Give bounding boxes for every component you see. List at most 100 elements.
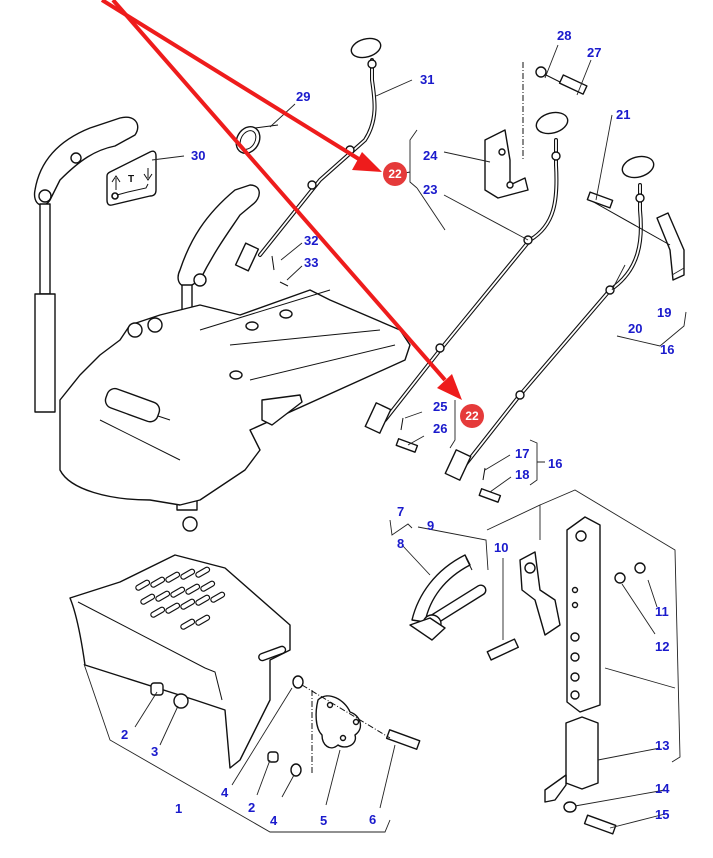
part-label-2[interactable]: 2 — [248, 800, 256, 815]
bolt-6 — [385, 729, 421, 750]
cable-bracket-19 — [656, 212, 685, 281]
snap-ring — [614, 572, 626, 584]
control-cable-20 — [444, 155, 685, 503]
bolt — [586, 191, 614, 209]
highlight-badge-22[interactable]: 22 — [383, 162, 407, 186]
part-label-4[interactable]: 4 — [270, 813, 278, 828]
part-label-4[interactable]: 4 — [221, 785, 229, 800]
spacer-3 — [173, 693, 189, 709]
cable-clevis — [444, 449, 472, 481]
part-label-2[interactable]: 2 — [121, 727, 129, 742]
guard-slot — [258, 645, 287, 662]
cable-knob — [621, 155, 655, 179]
highlight-arrow-lower — [111, 0, 447, 382]
control-cable-31 — [234, 37, 382, 287]
part-label-17[interactable]: 17 — [515, 446, 530, 461]
housing-detail-lines — [99, 289, 396, 461]
part-label-18[interactable]: 18 — [515, 467, 530, 482]
clevis-pin — [478, 488, 502, 503]
part-label-32[interactable]: 32 — [304, 233, 319, 248]
housing-hole — [229, 370, 243, 380]
part-label-28[interactable]: 28 — [557, 28, 572, 43]
nut-2 — [150, 682, 164, 696]
part-label-8[interactable]: 8 — [397, 536, 405, 551]
bracket-lever — [261, 394, 303, 426]
cable-knob — [350, 37, 382, 59]
highlight-badge-22[interactable]: 22 — [460, 404, 484, 428]
up-down-arrows-icon — [111, 168, 153, 190]
left-lift-rod-upper — [39, 203, 51, 295]
part-label-5[interactable]: 5 — [320, 813, 328, 828]
part-label-3[interactable]: 3 — [151, 744, 159, 759]
bolt-15 — [583, 814, 617, 835]
part-label-30[interactable]: 30 — [191, 148, 206, 163]
part-label-20[interactable]: 20 — [628, 321, 643, 336]
housing-hole — [279, 309, 293, 319]
drawbar-sleeve — [565, 716, 599, 790]
housing-boss — [127, 322, 143, 338]
lift-linkage-assembly — [33, 116, 411, 532]
part-label-6[interactable]: 6 — [369, 812, 377, 827]
arrowhead-icon — [437, 374, 462, 400]
part-label-26[interactable]: 26 — [433, 421, 448, 436]
hose-clamp — [235, 124, 279, 155]
washer — [563, 801, 577, 813]
lift-housing — [59, 289, 411, 506]
bolt — [558, 74, 588, 95]
part-label-31[interactable]: 31 — [420, 72, 435, 87]
part-label-16[interactable]: 16 — [660, 342, 675, 357]
bolt-10 — [486, 638, 519, 661]
clevis-pin — [395, 438, 419, 453]
part-label-9[interactable]: 9 — [427, 518, 435, 533]
cable-knob — [535, 111, 569, 135]
part-label-13[interactable]: 13 — [655, 738, 670, 753]
part-label-15[interactable]: 15 — [655, 807, 670, 822]
part-label-19[interactable]: 19 — [657, 305, 672, 320]
decal-t-glyph: T — [128, 174, 134, 185]
hitch-symbol-icon — [116, 183, 149, 196]
pickup-hitch — [519, 516, 646, 835]
washer — [535, 66, 547, 78]
part-label-29[interactable]: 29 — [296, 89, 311, 104]
right-lift-arm — [177, 184, 260, 287]
housing-boss — [147, 317, 163, 333]
cross-shaft — [104, 387, 161, 423]
washer-4 — [290, 763, 302, 777]
leader-lines — [83, 44, 687, 833]
highlight-arrow-upper — [100, 0, 364, 163]
part-label-16[interactable]: 16 — [548, 456, 563, 471]
part-label-27[interactable]: 27 — [587, 45, 602, 60]
arrowhead-icon — [352, 152, 382, 172]
part-label-7[interactable]: 7 — [397, 504, 405, 519]
part-label-21[interactable]: 21 — [616, 107, 631, 122]
part-label-1[interactable]: 1 — [175, 801, 183, 816]
lift-arm-boss — [70, 152, 82, 164]
nut-2 — [267, 751, 279, 763]
hitch-guard — [69, 554, 421, 777]
hitch-pin-with-chain — [409, 554, 487, 641]
lift-lower-decal: T — [106, 150, 157, 206]
part-label-10[interactable]: 10 — [494, 540, 509, 555]
guard-slots — [135, 566, 226, 630]
mounting-plate-5 — [315, 695, 362, 749]
part-label-25[interactable]: 25 — [433, 399, 448, 414]
sleeve-tab — [544, 774, 567, 803]
washer-4 — [292, 675, 304, 689]
cable-bracket — [484, 62, 588, 199]
part-label-24[interactable]: 24 — [423, 148, 438, 163]
right-lift-arm-pivot — [193, 273, 207, 287]
part-label-14[interactable]: 14 — [655, 781, 670, 796]
control-cable-23 — [364, 111, 569, 453]
left-lift-rod-lower — [34, 293, 56, 413]
drawbar — [566, 516, 601, 713]
part-label-12[interactable]: 12 — [655, 639, 670, 654]
right-rod-pin — [182, 516, 198, 532]
highlight-arrows — [100, 0, 462, 400]
part-label-33[interactable]: 33 — [304, 255, 319, 270]
housing-hole — [245, 321, 259, 331]
cable-clevis — [234, 242, 260, 272]
part-label-23[interactable]: 23 — [423, 182, 438, 197]
part-label-11[interactable]: 11 — [655, 604, 669, 619]
